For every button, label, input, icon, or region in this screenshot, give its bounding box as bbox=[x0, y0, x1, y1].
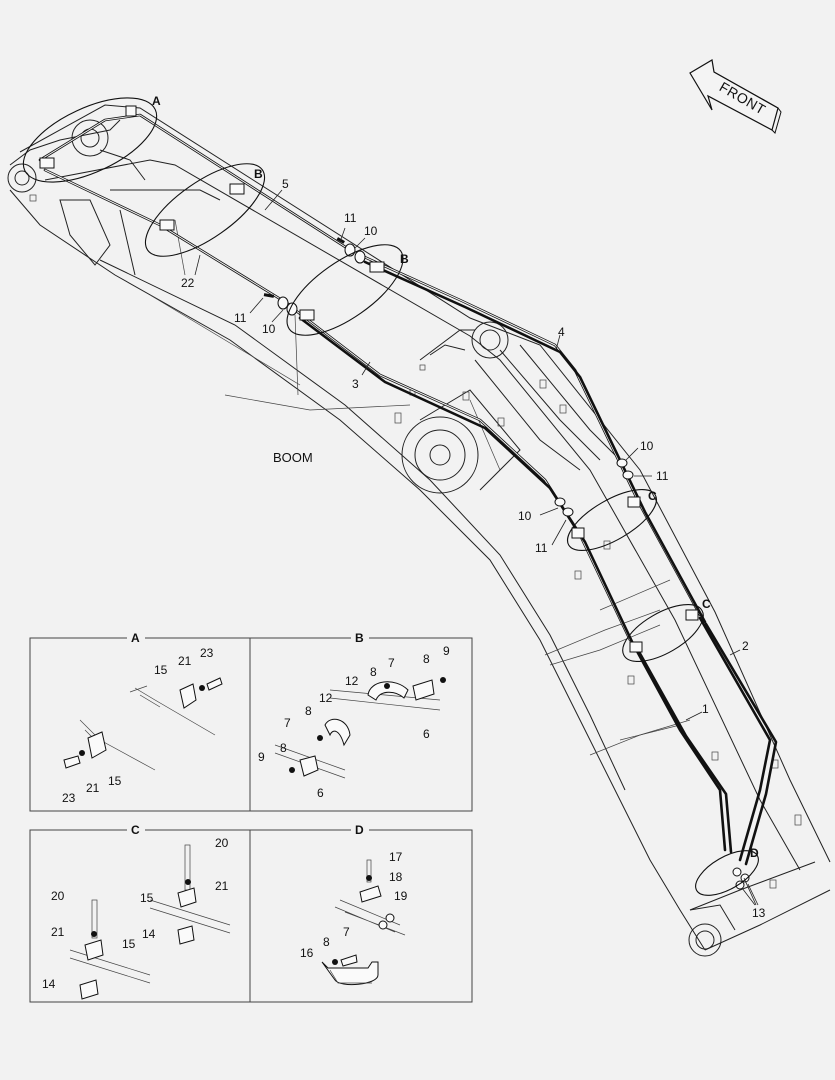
part-10-top-label: 10 bbox=[364, 224, 378, 238]
callout-a: A bbox=[152, 94, 161, 108]
part-1-label: 1 bbox=[702, 702, 709, 716]
part-10-left-label: 10 bbox=[518, 509, 532, 523]
panel-a-title: A bbox=[131, 631, 140, 645]
panel-a-label-23b: 23 bbox=[62, 791, 76, 805]
panel-a-label-15b: 15 bbox=[108, 774, 122, 788]
detail-panel-b: B 8 7 8 9 12 6 12 7 8 9 8 6 bbox=[249, 630, 473, 812]
panel-d-label-17: 17 bbox=[389, 850, 403, 864]
panel-c-label-20b: 20 bbox=[215, 836, 229, 850]
part-2-label: 2 bbox=[742, 639, 749, 653]
part-4-label: 4 bbox=[558, 325, 565, 339]
panel-c-title: C bbox=[131, 823, 140, 837]
part-22-label: 22 bbox=[181, 276, 195, 290]
boom-label: BOOM bbox=[273, 450, 313, 465]
panel-b-label-6b: 6 bbox=[317, 786, 324, 800]
callout-b-lower: B bbox=[400, 252, 409, 266]
panel-a-label-23: 23 bbox=[200, 646, 214, 660]
panel-b-label-8b: 8 bbox=[423, 652, 430, 666]
part-11-right-label: 11 bbox=[656, 469, 669, 483]
panel-a-label-21: 21 bbox=[178, 654, 192, 668]
part-11-mid-label: 11 bbox=[234, 311, 247, 325]
front-arrow: FRONT bbox=[689, 59, 782, 134]
panel-b-label-7b: 7 bbox=[284, 716, 291, 730]
panel-d-label-18: 18 bbox=[389, 870, 403, 884]
part-5-label: 5 bbox=[282, 177, 289, 191]
panel-b-label-12b: 12 bbox=[319, 691, 333, 705]
part-13-label: 13 bbox=[752, 906, 766, 920]
callout-c-lower: C bbox=[702, 597, 711, 611]
callout-c-upper: C bbox=[648, 489, 657, 503]
detail-panel-c: C 20 15 21 14 20 21 15 14 bbox=[29, 822, 251, 1003]
panel-b-label-7: 7 bbox=[388, 656, 395, 670]
fittings bbox=[39, 105, 699, 653]
part-11-left-label: 11 bbox=[535, 541, 548, 555]
panel-c-label-15: 15 bbox=[122, 937, 136, 951]
panel-d-label-19: 19 bbox=[394, 889, 408, 903]
panel-b-label-9: 9 bbox=[443, 644, 450, 658]
panel-d-label-16: 16 bbox=[300, 946, 314, 960]
panel-b-label-6: 6 bbox=[423, 727, 430, 741]
detail-panel-a: A 15 21 23 23 21 15 bbox=[29, 630, 251, 812]
panel-b-label-12: 12 bbox=[345, 674, 359, 688]
part-11-top-label: 11 bbox=[344, 211, 357, 225]
part-10-mid-label: 10 bbox=[262, 322, 276, 336]
detail-rings bbox=[22, 97, 759, 896]
part-10-right-label: 10 bbox=[640, 439, 654, 453]
panel-c-label-15b: 15 bbox=[140, 891, 154, 905]
part-3-label: 3 bbox=[352, 377, 359, 391]
panel-b-label-8c: 8 bbox=[305, 704, 312, 718]
panel-d-label-8: 8 bbox=[323, 935, 330, 949]
panel-b-label-9b: 9 bbox=[258, 750, 265, 764]
detail-panel-d: D 17 18 19 16 8 7 bbox=[249, 822, 473, 1003]
panel-c-label-20: 20 bbox=[51, 889, 65, 903]
panel-b-label-8: 8 bbox=[370, 665, 377, 679]
callout-d: D bbox=[750, 846, 759, 860]
panel-c-label-14: 14 bbox=[42, 977, 56, 991]
panel-a-label-15: 15 bbox=[154, 663, 168, 677]
panel-b-label-8d: 8 bbox=[280, 741, 287, 755]
panel-c-label-21: 21 bbox=[51, 925, 65, 939]
panel-a-label-21b: 21 bbox=[86, 781, 100, 795]
panel-d-title: D bbox=[355, 823, 364, 837]
panel-c-label-21b: 21 bbox=[215, 879, 229, 893]
panel-c-label-14b: 14 bbox=[142, 927, 156, 941]
hydraulic-lines bbox=[38, 113, 778, 890]
panel-d-label-7: 7 bbox=[343, 925, 350, 939]
leader-lines bbox=[194, 189, 759, 906]
callout-b-upper: B bbox=[254, 167, 263, 181]
panel-b-title: B bbox=[355, 631, 364, 645]
